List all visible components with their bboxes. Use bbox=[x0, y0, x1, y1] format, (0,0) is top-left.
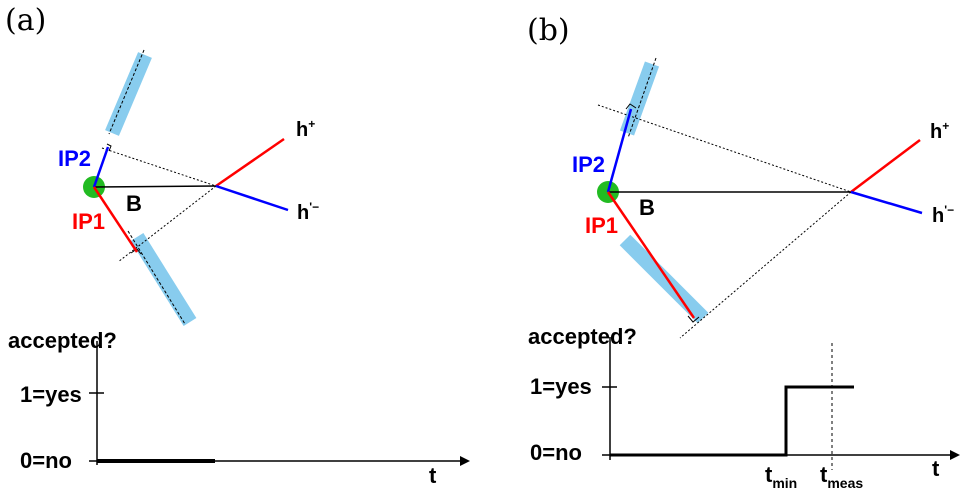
x-axis-arrow bbox=[950, 450, 960, 460]
ip1-label: IP1 bbox=[585, 213, 618, 238]
strip-axis-upper bbox=[627, 57, 657, 139]
x-tick-label-tmeas: tmeas bbox=[820, 462, 863, 491]
acceptance-plot-b: accepted? 1=yes 0=no t tmin tmeas bbox=[528, 324, 960, 491]
y-tick-label-yes: 1=yes bbox=[530, 374, 592, 399]
ip2-label: IP2 bbox=[572, 152, 605, 177]
h-plus-label: h+ bbox=[296, 117, 315, 141]
h-minus-label: h'− bbox=[932, 203, 954, 227]
ip1-line bbox=[606, 191, 696, 319]
projection-line-lower bbox=[679, 191, 852, 339]
ip2-label: IP2 bbox=[58, 146, 91, 171]
b-flight-line bbox=[93, 185, 217, 188]
detector-strip-upper bbox=[105, 52, 152, 136]
ip2-line bbox=[606, 108, 633, 193]
h-minus-track bbox=[215, 184, 289, 212]
right-angle-marker-lower bbox=[130, 248, 142, 255]
acceptance-step-curve bbox=[610, 385, 854, 457]
x-tick-label-tmin: tmin bbox=[765, 462, 797, 491]
detector-strip-upper bbox=[619, 61, 660, 136]
right-angle-marker-upper bbox=[106, 143, 112, 152]
b-label: B bbox=[639, 195, 655, 220]
h-plus-track bbox=[850, 139, 921, 193]
detector-strip-lower bbox=[619, 234, 709, 324]
y-axis-label: accepted? bbox=[528, 324, 637, 349]
panel-b: (b) IP2 IP1 B h+ h'− accepted? bbox=[527, 13, 960, 491]
projection-line-upper bbox=[101, 147, 217, 187]
right-angle-marker-lower bbox=[687, 315, 700, 323]
y-tick-label-no: 0=no bbox=[530, 440, 582, 465]
x-axis-label: t bbox=[429, 463, 437, 488]
acceptance-plot-a: accepted? 1=yes 0=no t bbox=[8, 328, 470, 488]
x-axis-arrow bbox=[460, 456, 470, 466]
panel-a-label: (a) bbox=[5, 3, 46, 38]
y-tick-label-no: 0=no bbox=[20, 448, 72, 473]
projection-line-lower bbox=[117, 185, 217, 263]
y-tick-label-yes: 1=yes bbox=[20, 382, 82, 407]
detector-strip-lower bbox=[130, 233, 197, 326]
projection-line-upper bbox=[597, 104, 852, 193]
y-axis-label: accepted? bbox=[8, 328, 117, 353]
h-minus-track bbox=[850, 190, 923, 215]
b-label: B bbox=[126, 191, 142, 216]
h-plus-label: h+ bbox=[930, 119, 949, 143]
strip-axis-upper bbox=[108, 49, 145, 135]
ip1-line bbox=[92, 186, 139, 253]
panel-b-label: (b) bbox=[527, 13, 570, 48]
panel-a: (a) IP2 IP1 B h+ h'− accepted? bbox=[5, 3, 470, 488]
strip-axis-lower bbox=[127, 230, 186, 325]
h-plus-track bbox=[215, 137, 285, 188]
right-angle-marker-upper bbox=[625, 103, 637, 110]
x-axis-label: t bbox=[932, 456, 940, 481]
ip1-label: IP1 bbox=[72, 209, 105, 234]
h-minus-label: h'− bbox=[297, 200, 319, 224]
ip2-line bbox=[92, 146, 110, 188]
